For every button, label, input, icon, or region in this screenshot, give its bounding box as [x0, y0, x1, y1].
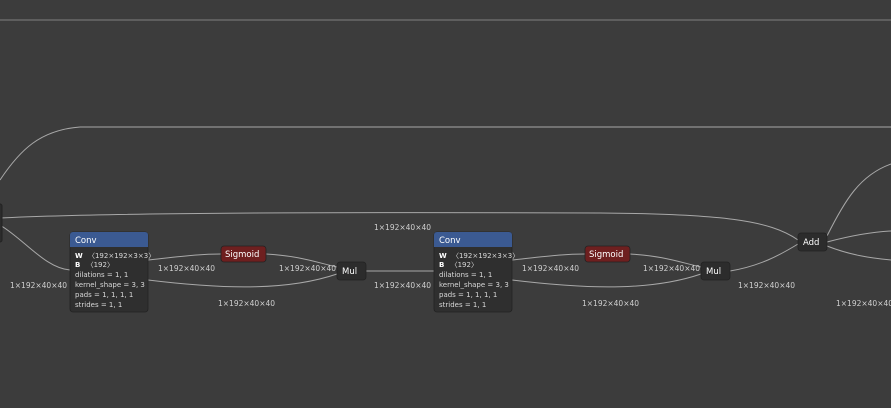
edge-sigmoid2-to-mul2	[629, 253, 702, 268]
edge-label-conv2-sigmoid2: 1×192×40×40	[522, 264, 579, 273]
conv-node-1-title: Conv	[75, 236, 97, 246]
edge-label-conv1-mul1: 1×192×40×40	[218, 299, 275, 308]
edge-conv1-to-sigmoid1	[147, 253, 222, 261]
edge-label-sigmoid1-mul1: 1×192×40×40	[279, 264, 336, 273]
conv-node-1-attr-dilations: dilations = 1, 1	[75, 271, 128, 279]
edge-skip-to-add	[0, 212, 799, 241]
edge-add-to-right-low	[826, 245, 891, 261]
sigmoid-node-2[interactable]: Sigmoid	[584, 245, 631, 263]
edge-conv2-to-sigmoid2	[511, 253, 586, 261]
conv-node-2-attr-dilations: dilations = 1, 1	[439, 271, 492, 279]
edges	[0, 126, 891, 288]
add-node-title: Add	[803, 238, 819, 248]
edge-input-to-conv1	[0, 224, 71, 271]
conv-node-1-weight: W 〈192×192×3×3〉	[75, 252, 155, 260]
conv-node-1-attr-kernel: kernel_shape = 3, 3	[75, 281, 145, 289]
mul-node-1-title: Mul	[342, 267, 357, 277]
edge-add-to-right-top	[826, 163, 891, 237]
conv-node-1-bias: B 〈192〉	[75, 261, 114, 269]
conv-node-2-bias: B 〈192〉	[439, 261, 478, 269]
edge-label-conv2-mul2: 1×192×40×40	[582, 299, 639, 308]
edge-sigmoid1-to-mul1	[265, 253, 338, 268]
conv-node-1[interactable]: Conv W 〈192×192×3×3〉 B 〈192〉 dilations =…	[69, 231, 155, 313]
edge-label-input-conv1: 1×192×40×40	[10, 281, 67, 290]
conv-node-2-title: Conv	[439, 236, 461, 246]
edge-label-conv1-sigmoid1: 1×192×40×40	[158, 264, 215, 273]
sigmoid-node-2-title: Sigmoid	[589, 250, 623, 260]
edge-label-add-out: 1×192×40×40	[836, 299, 891, 308]
mul-node-2-title: Mul	[706, 267, 721, 277]
edge-label-skip-add: 1×192×40×40	[374, 223, 431, 232]
edge-mul2-to-add	[729, 243, 799, 272]
mul-node-1[interactable]: Mul	[336, 261, 367, 281]
sigmoid-node-1-title: Sigmoid	[225, 250, 259, 260]
edge-labels: 1×192×40×40 1×192×40×40 1×192×40×40 1×19…	[10, 223, 891, 308]
conv-node-2[interactable]: Conv W 〈192×192×3×3〉 B 〈192〉 dilations =…	[433, 231, 519, 313]
conv-node-2-attr-kernel: kernel_shape = 3, 3	[439, 281, 509, 289]
mul-node-2[interactable]: Mul	[700, 261, 731, 281]
partial-input-node[interactable]	[0, 203, 3, 243]
conv-node-1-attr-pads: pads = 1, 1, 1, 1	[75, 291, 133, 299]
sigmoid-node-1[interactable]: Sigmoid	[220, 245, 267, 263]
edge-upper-bypass	[0, 126, 891, 181]
conv-node-2-attr-pads: pads = 1, 1, 1, 1	[439, 291, 497, 299]
edge-conv1-to-mul1	[147, 273, 338, 288]
conv-node-2-weight: W 〈192×192×3×3〉	[439, 252, 519, 260]
conv-node-1-attr-strides: strides = 1, 1	[75, 301, 122, 309]
edge-conv2-to-mul2	[511, 273, 702, 288]
edge-label-sigmoid2-mul2: 1×192×40×40	[643, 264, 700, 273]
conv-node-2-attr-strides: strides = 1, 1	[439, 301, 486, 309]
edge-add-to-right-mid	[826, 230, 891, 243]
edge-label-mul1-conv2: 1×192×40×40	[374, 281, 431, 290]
add-node[interactable]: Add	[797, 232, 828, 252]
edge-label-mul2-add: 1×192×40×40	[738, 281, 795, 290]
